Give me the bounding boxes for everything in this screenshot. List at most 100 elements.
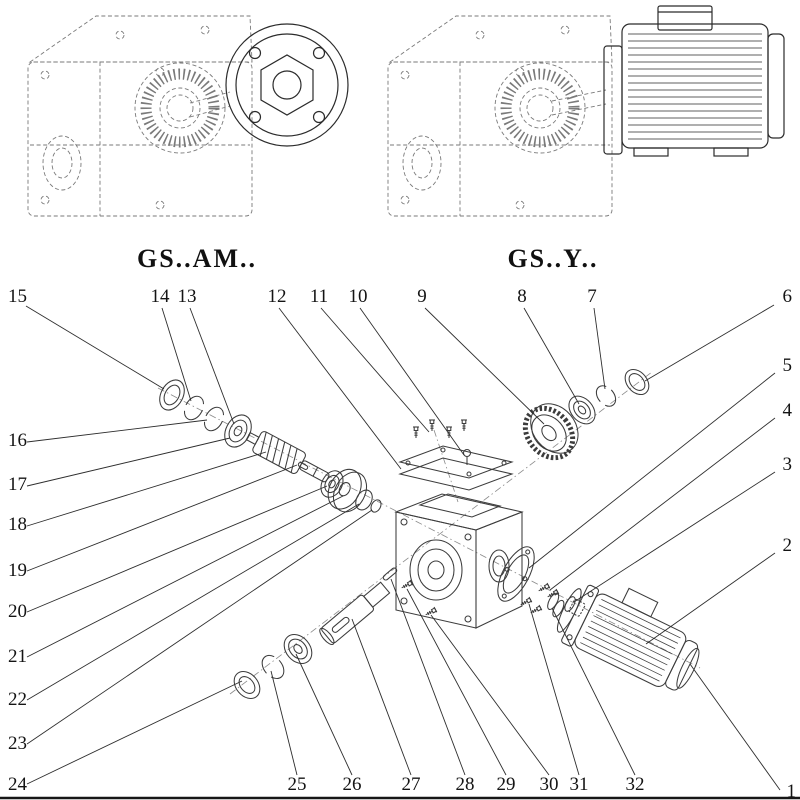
callout-line-7 — [593, 307, 606, 390]
variant-label-gs-y: GS..Y.. — [507, 244, 599, 273]
callout-line-2 — [645, 552, 776, 645]
gearbox-front-face — [27, 61, 253, 217]
gearbox-drawing-gs-am — [27, 15, 253, 217]
callout-line-22 — [26, 503, 360, 701]
mounting-flange-drawing — [225, 23, 349, 147]
callout-number-21: 21 — [8, 646, 27, 667]
callout-number-31: 31 — [570, 774, 589, 795]
callout-line-23 — [26, 509, 373, 745]
callout-line-1 — [689, 663, 781, 791]
callout-number-29: 29 — [497, 774, 516, 795]
callout-line-13 — [189, 307, 235, 425]
part-o-ring-23 — [370, 499, 382, 513]
callout-number-22: 22 — [8, 689, 27, 710]
part-bearing-8 — [568, 395, 596, 425]
callout-number-13: 13 — [178, 286, 197, 307]
motor-fan-cover — [767, 33, 785, 139]
callout-line-26 — [295, 653, 353, 776]
callout-line-28 — [390, 578, 466, 776]
part-gear-9 — [522, 403, 579, 461]
callout-number-9: 9 — [417, 286, 427, 307]
callout-number-15: 15 — [8, 286, 27, 307]
part-oil-seal-15 — [159, 379, 185, 411]
callout-line-9 — [424, 307, 545, 425]
callout-number-1: 1 — [787, 781, 797, 800]
callout-number-2: 2 — [783, 535, 793, 556]
variant-label-gs-am: GS..AM.. — [137, 244, 257, 273]
callout-line-20 — [26, 485, 328, 613]
motor-foot — [633, 147, 669, 157]
callout-number-6: 6 — [783, 286, 793, 307]
callout-number-32: 32 — [626, 774, 645, 795]
callout-line-17 — [26, 437, 231, 487]
gear-housing — [394, 493, 524, 629]
motor-terminal-box — [657, 5, 713, 31]
part-motor-2 — [556, 584, 700, 691]
exploded-view — [157, 368, 701, 700]
callout-number-14: 14 — [151, 286, 171, 307]
part-bearing-13 — [224, 414, 252, 448]
part-breather-plug-10 — [462, 448, 472, 465]
callout-number-19: 19 — [8, 560, 27, 581]
part-bolts-31 — [518, 596, 543, 616]
worm-motor-axis — [157, 387, 701, 669]
callout-line-6 — [644, 304, 775, 382]
callout-number-20: 20 — [8, 601, 27, 622]
cover-axis — [433, 429, 459, 503]
part-circlip-25 — [261, 654, 285, 680]
callout-line-24 — [26, 680, 243, 785]
callout-number-3: 3 — [783, 454, 793, 475]
part-output-shaft-27 — [319, 581, 391, 646]
motor-drawing — [603, 5, 785, 157]
callout-number-12: 12 — [268, 286, 287, 307]
motor-body — [621, 23, 769, 149]
callout-line-18 — [26, 451, 267, 527]
worm-housing-circle — [134, 62, 226, 154]
part-bearing-26 — [283, 633, 313, 665]
callout-line-16 — [26, 419, 208, 443]
callout-line-14 — [161, 307, 192, 402]
part-bolt-29 — [399, 579, 414, 591]
callout-line-3 — [573, 471, 776, 603]
output-axis — [229, 371, 653, 695]
callout-line-11 — [320, 307, 430, 433]
callout-number-30: 30 — [540, 774, 559, 795]
callout-line-25 — [270, 670, 298, 776]
callout-number-16: 16 — [8, 430, 27, 451]
callout-number-7: 7 — [587, 286, 597, 307]
output-boss — [42, 135, 82, 191]
part-bolt-30 — [423, 606, 438, 618]
callout-number-23: 23 — [8, 733, 27, 754]
gearbox-top-face — [28, 15, 253, 63]
part-cover-plate-12 — [398, 445, 514, 491]
callout-number-28: 28 — [456, 774, 475, 795]
callout-line-5 — [528, 372, 776, 569]
callout-number-17: 17 — [8, 474, 27, 495]
callout-line-8 — [523, 307, 580, 405]
part-output-flange-5 — [497, 546, 535, 602]
callout-line-29 — [406, 588, 507, 776]
part-seal-washer-24 — [233, 670, 261, 700]
callout-number-4: 4 — [783, 400, 793, 421]
callout-line-27 — [351, 618, 412, 776]
part-pin-19 — [297, 462, 309, 470]
motor-fins — [628, 33, 762, 140]
callout-number-24: 24 — [8, 774, 28, 795]
callout-line-10 — [359, 307, 465, 456]
callout-line-31 — [528, 603, 580, 776]
part-circlip-14 — [183, 395, 205, 421]
gearbox-drawing-gs-y — [387, 15, 613, 217]
callout-number-5: 5 — [783, 355, 793, 376]
part-end-cap-6 — [624, 368, 650, 396]
callout-number-11: 11 — [310, 286, 328, 307]
callout-number-25: 25 — [288, 774, 307, 795]
callout-line-32 — [551, 607, 636, 776]
motor-foot — [713, 147, 749, 157]
part-shim-22 — [355, 489, 373, 511]
callout-number-10: 10 — [349, 286, 368, 307]
callout-line-30 — [430, 614, 550, 776]
callout-number-26: 26 — [343, 774, 362, 795]
